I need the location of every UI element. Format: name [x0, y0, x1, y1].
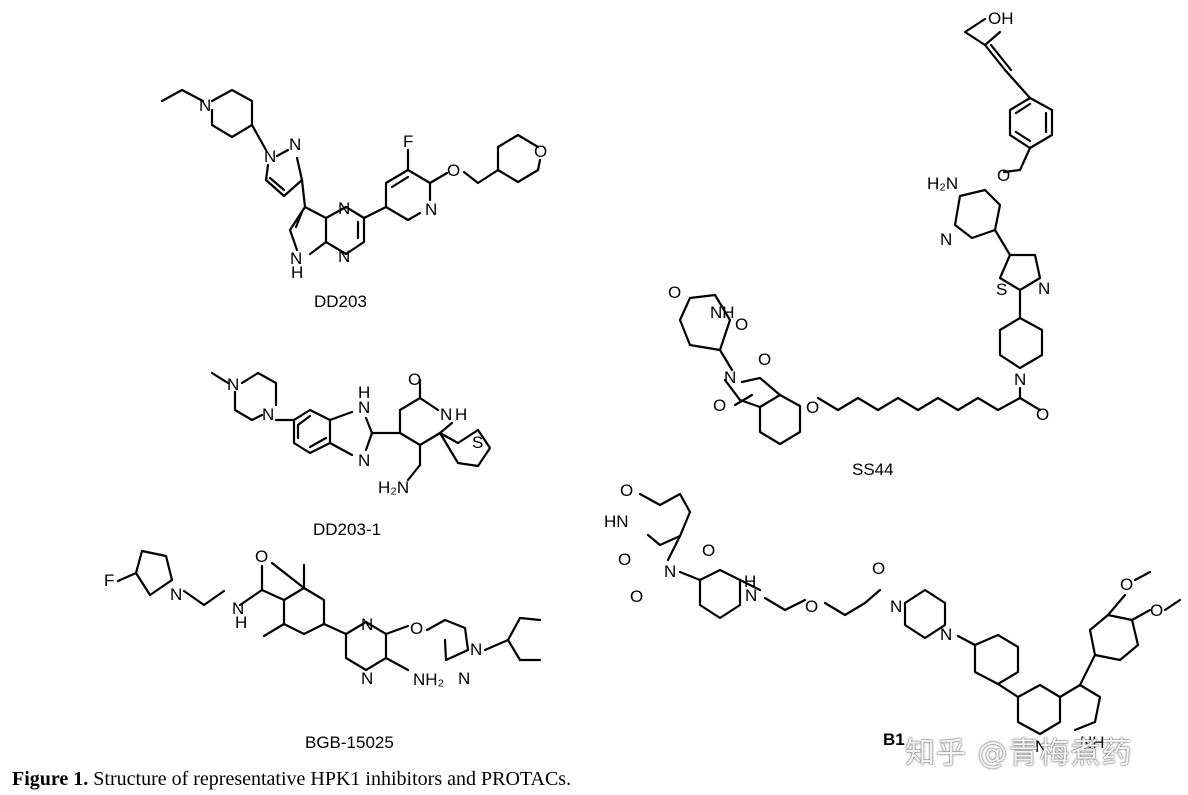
svg-text:N: N	[1035, 737, 1047, 756]
molecule-ss44: OH O H₂N N S N N O	[668, 9, 1054, 446]
svg-text:O: O	[620, 481, 633, 500]
svg-text:N: N	[745, 586, 757, 605]
svg-text:N: N	[338, 199, 350, 218]
svg-text:N: N	[264, 147, 276, 166]
molecule-dd203-1: N N N H N O N H	[210, 370, 492, 497]
svg-text:O: O	[806, 398, 819, 417]
svg-text:O: O	[255, 547, 268, 566]
svg-text:N: N	[890, 597, 902, 616]
svg-text:N: N	[1014, 370, 1026, 389]
svg-text:N: N	[724, 368, 736, 387]
molecule-bgb-15025: F N N H O N N NH₂ O N N	[104, 547, 542, 689]
svg-text:N: N	[338, 247, 350, 266]
svg-text:O: O	[408, 370, 421, 389]
molecule-dd203: N N N N H N N	[160, 88, 547, 282]
svg-text:N: N	[262, 405, 274, 424]
svg-text:N: N	[358, 398, 370, 417]
svg-text:O: O	[758, 350, 771, 369]
svg-text:N: N	[361, 669, 373, 688]
svg-text:O: O	[872, 559, 885, 578]
svg-text:N: N	[361, 615, 373, 634]
svg-text:OH: OH	[988, 9, 1014, 28]
svg-text:N: N	[227, 375, 239, 394]
caption-label: Figure 1.	[12, 768, 89, 790]
svg-text:O: O	[447, 161, 460, 180]
svg-text:O: O	[1036, 405, 1049, 424]
svg-text:O: O	[997, 166, 1010, 185]
svg-text:O: O	[1150, 601, 1163, 620]
svg-text:S: S	[472, 433, 483, 452]
compound-label-dd203-1: DD203-1	[313, 520, 382, 539]
svg-text:N: N	[199, 96, 211, 115]
svg-text:F: F	[403, 132, 413, 151]
svg-text:F: F	[104, 571, 114, 590]
svg-text:N: N	[440, 405, 452, 424]
svg-text:O: O	[410, 619, 423, 638]
svg-text:NH: NH	[710, 303, 735, 322]
svg-text:N: N	[664, 562, 676, 581]
svg-text:N: N	[290, 249, 302, 268]
svg-text:NH₂: NH₂	[413, 670, 444, 689]
compound-label-dd203: DD203	[314, 292, 367, 311]
molecule-b1: O HN O N O O N H O O N N	[604, 481, 1182, 756]
svg-text:N: N	[1038, 279, 1050, 298]
compound-label-ss44: SS44	[852, 460, 894, 479]
svg-text:S: S	[996, 280, 1007, 299]
svg-text:H₂N: H₂N	[378, 478, 409, 497]
caption-text: Structure of representative HPK1 inhibit…	[88, 768, 572, 790]
svg-text:H: H	[455, 405, 467, 424]
svg-text:N: N	[170, 585, 182, 604]
svg-text:O: O	[618, 550, 631, 569]
svg-text:N: N	[470, 640, 482, 659]
svg-text:N: N	[940, 625, 952, 644]
svg-text:N: N	[425, 200, 437, 219]
figure-caption: Figure 1. Structure of representative HP…	[12, 768, 571, 791]
svg-text:N: N	[940, 230, 952, 249]
svg-text:HN: HN	[604, 512, 629, 531]
svg-text:NH: NH	[1080, 733, 1105, 752]
watermark: 知乎 @青梅煮药	[905, 736, 1133, 771]
svg-text:H: H	[744, 572, 756, 591]
svg-text:O: O	[1120, 575, 1133, 594]
svg-text:O: O	[713, 396, 726, 415]
svg-text:O: O	[735, 315, 748, 334]
svg-text:O: O	[534, 142, 547, 161]
compound-label-b1: B1	[883, 730, 905, 749]
svg-text:O: O	[668, 283, 681, 302]
svg-text:H: H	[235, 613, 247, 632]
svg-text:O: O	[702, 541, 715, 560]
svg-text:H: H	[291, 263, 303, 282]
svg-text:H₂N: H₂N	[927, 174, 958, 193]
svg-text:O: O	[805, 597, 818, 616]
svg-text:O: O	[630, 587, 643, 606]
svg-text:N: N	[289, 135, 301, 154]
svg-text:N: N	[458, 669, 470, 688]
compound-label-bgb-15025: BGB-15025	[305, 733, 394, 752]
svg-text:N: N	[358, 451, 370, 470]
svg-text:H: H	[358, 383, 370, 402]
